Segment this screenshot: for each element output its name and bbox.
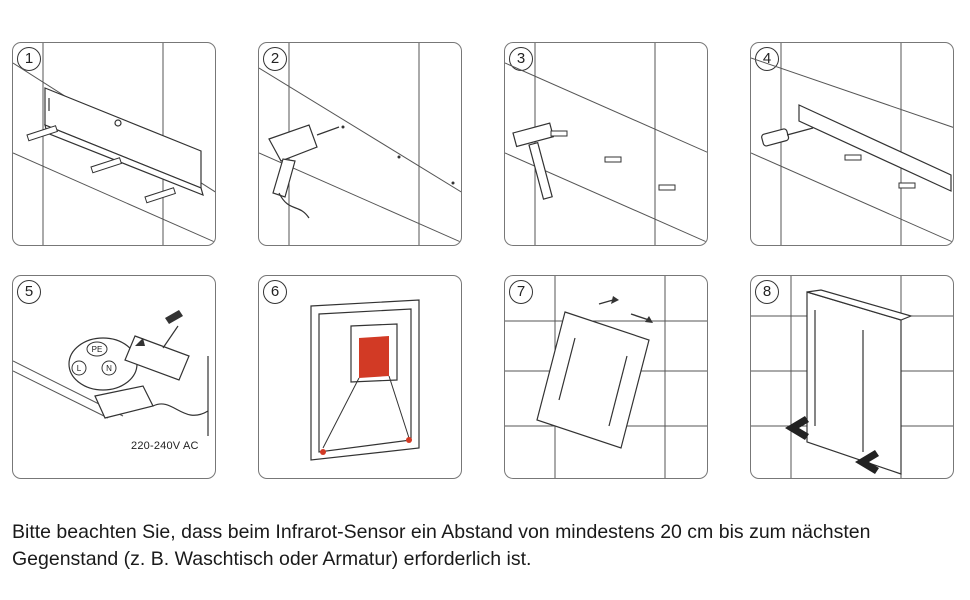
junction-box — [94, 385, 154, 419]
mirror-cabinet-film-illustration — [310, 299, 420, 461]
screwdriver-icon — [761, 127, 814, 147]
wall-plug-icon — [26, 125, 177, 204]
mounting-rail-illustration — [13, 43, 215, 245]
wall-plug-icon — [550, 130, 676, 191]
step-number: 4 — [755, 47, 779, 71]
step-4-panel: 4 — [750, 42, 954, 246]
drill-icon — [268, 124, 340, 219]
step-number: 6 — [263, 280, 287, 304]
step-5-panel: 5 PE L N 220-240V AC — [12, 275, 216, 479]
hammer-icon — [512, 122, 555, 200]
cabinet-side — [806, 291, 902, 475]
wiring-illustration: PE L N — [13, 310, 209, 436]
step-number: 5 — [17, 280, 41, 304]
step-number: 2 — [263, 47, 287, 71]
mounting-rail — [798, 104, 952, 192]
rail-screwing-illustration — [751, 43, 953, 245]
hanging-cabinet-illustration — [505, 276, 707, 478]
voltage-label: 220-240V AC — [131, 440, 199, 452]
arrow-icon — [598, 299, 650, 321]
terminal-label-pe: PE — [92, 345, 103, 354]
step-7-panel: 7 — [504, 275, 708, 479]
step-number: 8 — [755, 280, 779, 304]
terminal-label-l: L — [77, 364, 82, 373]
step-3-panel: 3 — [504, 42, 708, 246]
step-number: 7 — [509, 280, 533, 304]
screwdriver-icon — [162, 325, 179, 349]
step-number: 1 — [17, 47, 41, 71]
cabinet-tilted — [536, 311, 650, 449]
sensor-distance-note: Bitte beachten Sie, dass beim Infrarot-S… — [12, 521, 871, 570]
step-1-panel: 1 — [12, 42, 216, 246]
step-2-panel: 2 — [258, 42, 462, 246]
terminal-label-n: N — [106, 364, 112, 373]
installed-cabinet-illustration — [751, 276, 953, 478]
step-8-panel: 8 — [750, 275, 954, 479]
step-6-panel: 6 — [258, 275, 462, 479]
cover-plate — [124, 335, 190, 381]
arrow-icon — [785, 416, 879, 474]
protective-film-icon — [359, 336, 389, 378]
hammer-plugs-illustration — [505, 43, 707, 245]
drilling-illustration — [259, 43, 461, 245]
